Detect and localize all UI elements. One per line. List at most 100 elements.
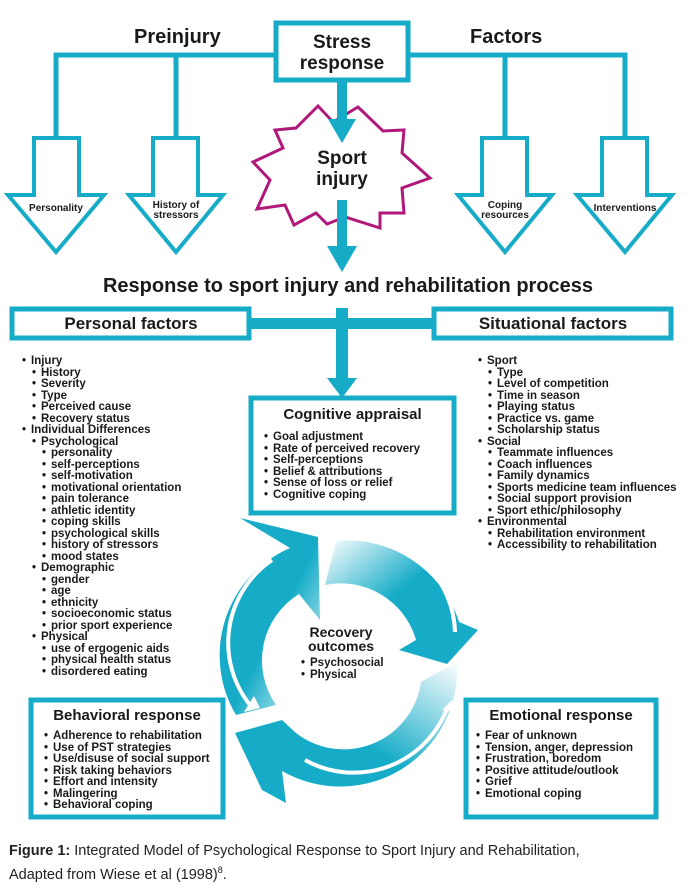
list-item: Environmental [478, 516, 677, 529]
cycle-inner-arrows [226, 532, 457, 775]
list-item: Grief [476, 776, 633, 789]
list-item: Positive attitude/outlook [476, 765, 633, 778]
recovery-cycle [219, 518, 478, 803]
stress-response-box [273, 20, 411, 83]
arrow-label-line: resources [481, 210, 529, 221]
sport-injury-line-1: Sport [317, 148, 367, 169]
recovery-outcomes-title: Recovery outcomes [298, 625, 384, 653]
factors-label: Factors [470, 26, 543, 48]
list-item: Playing status [488, 401, 677, 414]
cycle-arrow-left [219, 518, 320, 715]
personal-factors-title: Personal factors [64, 314, 198, 333]
figure-caption: Figure 1: Integrated Model of Psychologi… [9, 842, 580, 885]
bridge-to-appraisal-head [327, 378, 357, 398]
stress-to-injury-shaft [337, 80, 347, 120]
arrow-label-personality: Personality [16, 204, 96, 214]
sport-injury-line-2: injury [316, 169, 368, 190]
list-item: Injury [22, 355, 181, 368]
list-item: Coach influences [488, 459, 677, 472]
list-item: Sense of loss or relief [264, 477, 420, 490]
bridge-to-appraisal-shaft [336, 308, 348, 380]
list-item: Behavioral coping [44, 799, 210, 812]
personal-factors-list: InjuryHistorySeverityTypePerceived cause… [22, 355, 181, 678]
caption-reference: 8 [217, 865, 223, 875]
list-item: Practice vs. game [488, 413, 677, 426]
factors-connector [408, 52, 628, 138]
emotional-response-list: Fear of unknownTension, anger, depressio… [476, 730, 633, 800]
list-item: Risk taking behaviors [44, 765, 210, 778]
caption-label: Figure 1: [9, 843, 71, 859]
list-item: pain tolerance [42, 493, 181, 506]
arrow-label-line: History of [152, 200, 200, 211]
injury-to-process-head [327, 246, 357, 272]
arrow-label-line: Interventions [593, 203, 657, 214]
situational-factors-title: Situational factors [478, 314, 628, 333]
list-item: Perceived cause [32, 401, 181, 414]
list-item: Scholarship status [488, 424, 677, 437]
list-item: Social [478, 436, 677, 449]
list-item: use of ergogenic aids [42, 643, 181, 656]
injury-to-process-shaft [337, 200, 347, 248]
preinjury-label: Preinjury [134, 26, 221, 48]
caption-text: Integrated Model of Psychological Respon… [70, 843, 580, 859]
list-item: Level of competition [488, 378, 677, 391]
list-item: Fear of unknown [476, 730, 633, 743]
list-item: Rate of perceived recovery [264, 443, 420, 456]
block-arrow-coping-resources [453, 136, 557, 256]
list-item: Individual Differences [22, 424, 181, 437]
block-arrows [3, 136, 677, 256]
list-item: psychological skills [42, 528, 181, 541]
behavioral-response-title: Behavioral response [53, 707, 201, 724]
list-item: History [32, 367, 181, 380]
list-item: ethnicity [42, 597, 181, 610]
list-item: Family dynamics [488, 470, 677, 483]
caption-line-2: Adapted from Wiese et al (1998) [9, 866, 218, 883]
list-item: Time in season [488, 390, 677, 403]
list-item: physical health status [42, 654, 181, 667]
list-item: Psychosocial [301, 657, 384, 670]
cognitive-appraisal-title: Cognitive appraisal [283, 406, 422, 423]
list-item: Use of PST strategies [44, 742, 210, 755]
list-item: socioeconomic status [42, 608, 181, 621]
list-item: personality [42, 447, 181, 460]
list-item: Tension, anger, depression [476, 742, 633, 755]
situational-factors-box [431, 306, 674, 341]
sport-injury-label: Sport injury [300, 148, 384, 190]
list-item: Physical [301, 669, 384, 682]
cycle-arrow-lower [235, 662, 458, 803]
list-item: Sports medicine team influences [488, 482, 677, 495]
list-item: Use/disuse of social support [44, 753, 210, 766]
personal-factors-box [9, 306, 252, 341]
list-item: Social support provision [488, 493, 677, 506]
block-arrow-history-of-stressors [124, 136, 228, 256]
arrow-label-line: stressors [153, 210, 199, 221]
list-item: Sport ethic/philosophy [488, 505, 677, 518]
list-item: Goal adjustment [264, 431, 420, 444]
block-arrow-interventions [572, 136, 677, 256]
list-item: motivational orientation [42, 482, 181, 495]
list-item: gender [42, 574, 181, 587]
list-item: self-motivation [42, 470, 181, 483]
list-item: Psychological [32, 436, 181, 449]
recovery-outcomes-line-2: outcomes [307, 638, 375, 654]
list-item: Cognitive coping [264, 489, 420, 502]
list-item: self-perceptions [42, 459, 181, 472]
list-item: Self-perceptions [264, 454, 420, 467]
cycle-arrow-upper-right [325, 540, 478, 664]
list-item: Type [32, 390, 181, 403]
block-arrow-personality [3, 136, 109, 256]
emotional-response-title: Emotional response [489, 707, 633, 724]
arrow-label-line: Personality [29, 203, 83, 214]
main-title: Response to sport injury and rehabilitat… [102, 275, 594, 297]
stress-response-line-2: response [299, 53, 385, 74]
list-item: Recovery status [32, 413, 181, 426]
stress-to-injury-head [328, 119, 356, 143]
preinjury-connector [53, 52, 274, 138]
list-item: Type [488, 367, 677, 380]
arrow-label-interventions: Interventions [585, 204, 665, 214]
list-item: Accessibility to rehabilitation [488, 539, 677, 552]
list-item: mood states [42, 551, 181, 564]
